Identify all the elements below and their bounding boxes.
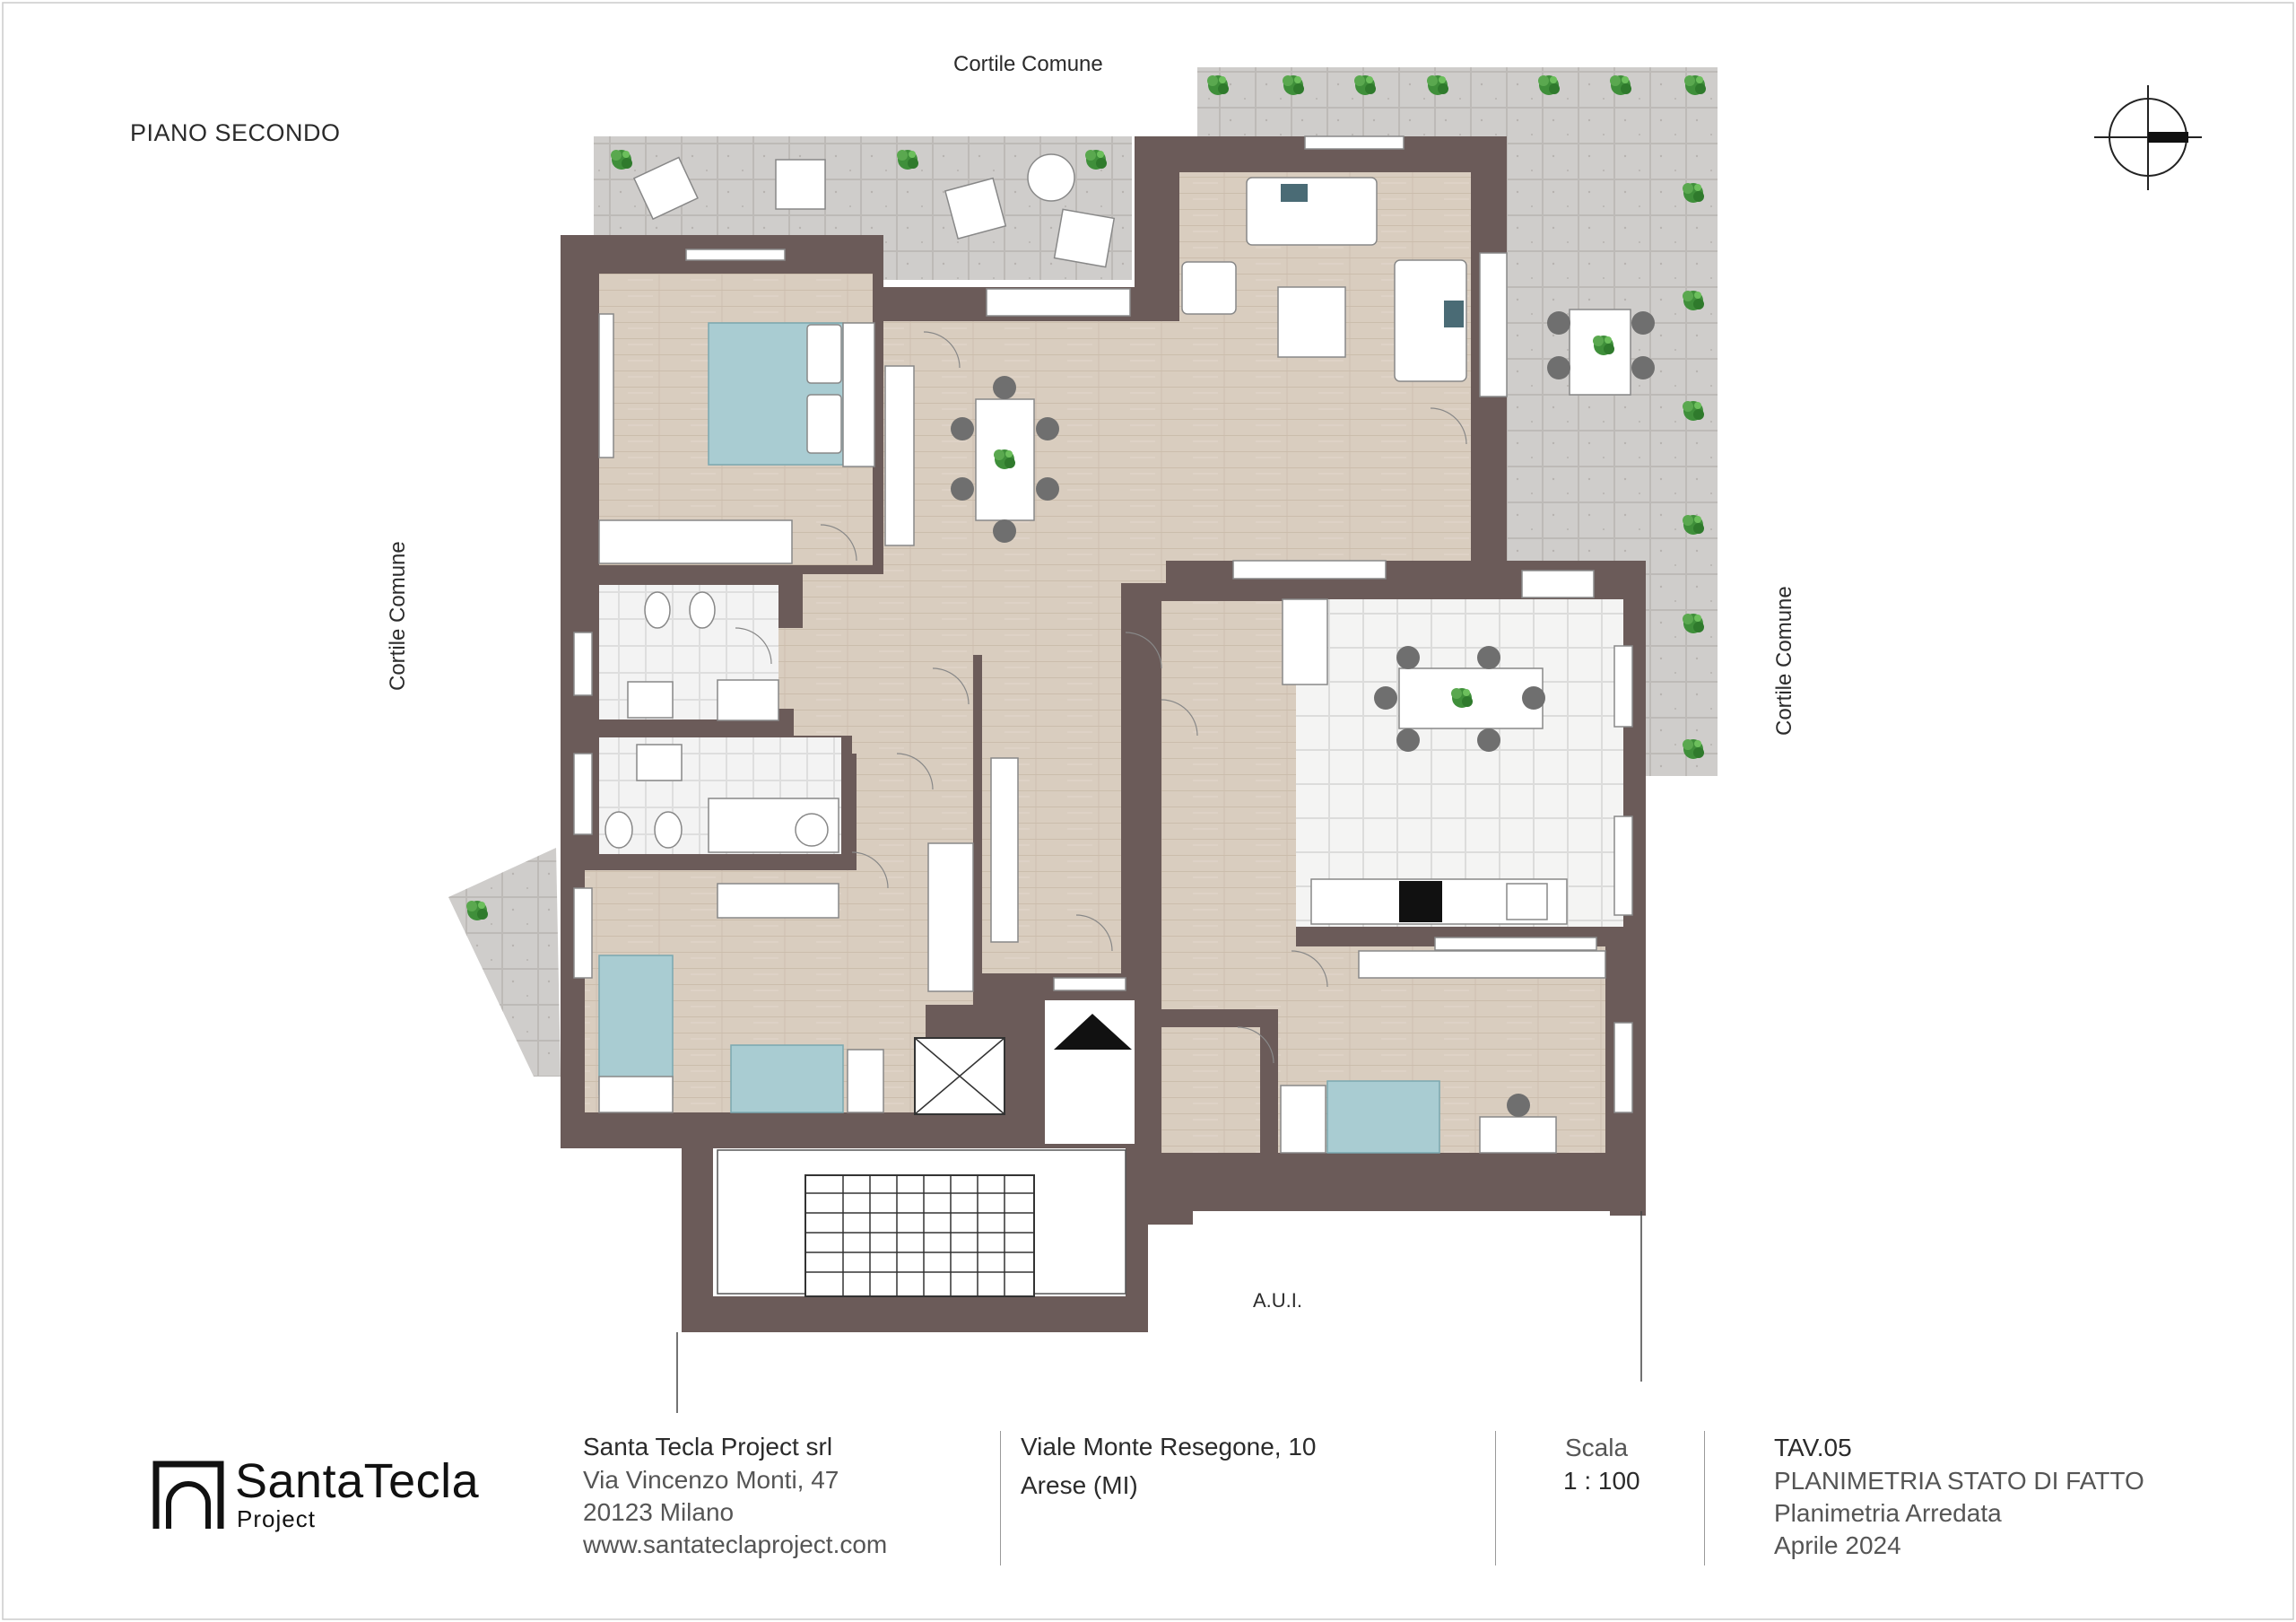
divider-1: [1000, 1431, 1001, 1565]
logo-sub: Project: [237, 1505, 316, 1532]
divider-2: [1495, 1431, 1496, 1565]
courtyard-label-east: Cortile Comune: [1772, 586, 1796, 736]
elevator: [914, 1037, 1005, 1115]
living-furniture: [884, 177, 1467, 580]
entrance-arrow-icon: [1054, 1014, 1132, 1050]
divider-3: [1704, 1431, 1705, 1565]
scale-label: Scala: [1565, 1434, 1629, 1461]
sheet-subtitle: Planimetria Arredata: [1774, 1499, 2002, 1527]
room-floors: [585, 172, 1623, 1296]
floor-label: PIANO SECONDO: [130, 119, 341, 146]
door-swings: [735, 331, 1467, 1064]
terrace-south-west: [448, 848, 561, 1077]
sheet-title: PLANIMETRIA STATO DI FATTO: [1774, 1467, 2144, 1495]
site-address-1: Viale Monte Resegone, 10: [1021, 1433, 1317, 1461]
bedroom-sw-furniture: [598, 757, 1019, 1113]
living-room: [883, 172, 1471, 973]
company-logo-icon: [152, 1461, 224, 1529]
corridor-east: [1161, 601, 1296, 1009]
courtyard-label-north: Cortile Comune: [953, 52, 1103, 76]
aui-label: A.U.I.: [1253, 1289, 1303, 1312]
sheet-date: Aprile 2024: [1774, 1531, 1901, 1559]
company-website-link[interactable]: www.santateclaproject.com: [583, 1530, 888, 1558]
logo-name: SantaTecla: [235, 1454, 480, 1508]
sheet-code: TAV.05: [1774, 1434, 1852, 1461]
north-arrow-icon: [2094, 85, 2202, 190]
company-address-1: Via Vincenzo Monti, 47: [583, 1466, 839, 1494]
bedroom-se-furniture: [1280, 950, 1606, 1154]
windows: [573, 135, 1633, 1113]
corridor-west: [771, 574, 973, 754]
staircase: [717, 1149, 1126, 1297]
kitchen-furniture: [1282, 598, 1568, 925]
company-name: Santa Tecla Project srl: [583, 1433, 833, 1461]
company-address-2: 20123 Milano: [583, 1498, 735, 1526]
scale-value: 1 : 100: [1563, 1467, 1640, 1495]
site-address-2: Arese (MI): [1021, 1471, 1138, 1499]
bathroom-fixtures: [604, 591, 839, 853]
kitchen: [1296, 599, 1623, 927]
courtyard-label-west: Cortile Comune: [386, 541, 410, 691]
bedroom-nw-furniture: [598, 313, 875, 564]
